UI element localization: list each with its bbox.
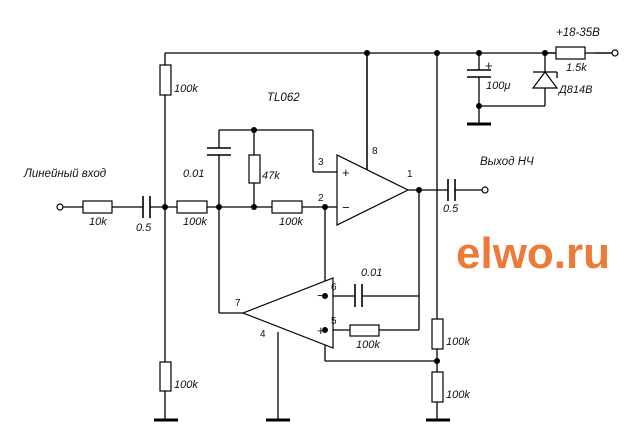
capacitors [142,69,491,307]
grounds [154,122,491,422]
resistor-inv-label: 100k [279,216,303,228]
supply-voltage-label: +18-35В [556,27,600,39]
resistor-ref-top [431,318,444,350]
resistor-supply-label: 1.5k [566,62,587,74]
supply-terminal [611,49,619,57]
capacitor-output [447,179,456,201]
capacitor-supply [467,69,491,78]
resistor-inv-100k [271,200,303,214]
resistors [82,46,614,403]
opamp1-minus-sign: − [342,200,350,215]
pin-4-label: 4 [260,329,266,340]
chip-label: TL062 [267,92,300,104]
resistor-bias-top-label: 100k [174,83,198,95]
capacitor-opamp2-label: 0.01 [361,267,382,279]
zener-label: Д814В [557,84,592,96]
pin-8-label: 8 [372,146,378,157]
pin-6-label: 6 [331,282,337,293]
resistor-supply-1k5 [555,46,586,60]
capacitor-supply-label: 100μ [486,80,510,92]
resistor-ref-bottom [431,371,444,403]
output-terminal [481,186,489,194]
resistor-bias-bottom [159,361,172,392]
capacitor-polarity-plus: + [485,58,493,73]
capacitor-input [142,196,151,218]
resistor-series-label: 100k [183,216,207,228]
resistor-input-label: 10k [89,216,107,228]
opamp2-plus-sign: + [317,323,325,338]
junctions [162,50,548,364]
input-terminal [56,203,64,211]
resistor-47k [248,154,261,184]
opamp-2 [241,277,334,349]
capacitor-filter-label: 0.01 [183,168,204,180]
capacitor-opamp2 [354,284,363,307]
pin-2-label: 2 [318,193,324,204]
capacitor-filter [207,147,231,156]
resistor-ref-top-label: 100k [446,336,470,348]
output-label: Выход НЧ [480,156,534,168]
capacitor-input-label: 0.5 [136,222,152,234]
resistor-bias-bottom-label: 100k [174,379,198,391]
opamp-1 [336,53,410,226]
pin-3-label: 3 [318,157,324,168]
opamp2-minus-sign: − [317,288,325,303]
resistor-bias-top [159,64,172,96]
pin-1-label: 1 [407,169,413,180]
capacitor-output-label: 0.5 [443,203,459,215]
resistor-47k-label: 47k [262,170,280,182]
resistor-ref-bottom-label: 100k [446,389,470,401]
resistor-opamp2-100k [349,324,380,337]
resistor-series-100k [176,200,208,214]
pin-5-label: 5 [331,316,337,327]
resistor-input-10k [82,200,113,214]
zener-diode-icon [531,71,559,89]
pin-7-label: 7 [235,298,241,309]
opamp1-plus-sign: + [342,165,350,180]
watermark-logo: elwo.ru [456,229,610,278]
resistor-opamp2-label: 100k [356,339,380,351]
input-label: Линейный вход [23,168,106,180]
